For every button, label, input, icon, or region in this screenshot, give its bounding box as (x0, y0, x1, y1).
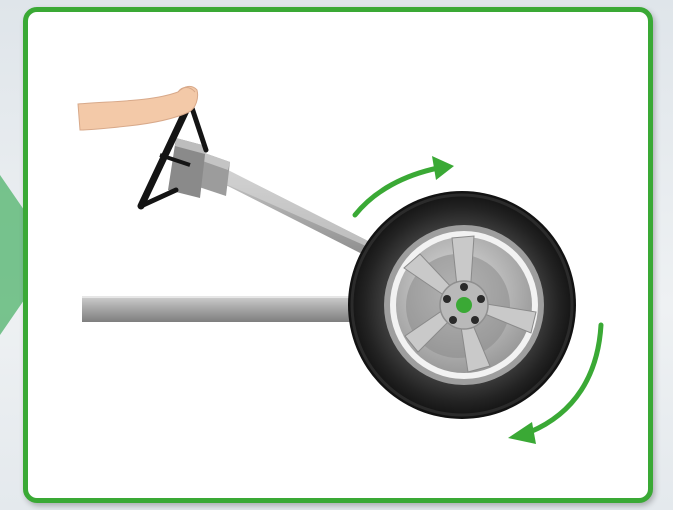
hand-icon (77, 85, 199, 131)
wheel (348, 191, 576, 419)
hub-center (456, 297, 472, 313)
rotation-arrow-top-icon (352, 156, 454, 218)
steering-housing (168, 138, 230, 198)
lug-nuts (443, 283, 485, 324)
rotation-arrow-bottom-icon (508, 322, 604, 444)
steering-wheel-icon[interactable] (137, 98, 209, 210)
axle (82, 296, 382, 322)
steering-column (212, 166, 378, 258)
